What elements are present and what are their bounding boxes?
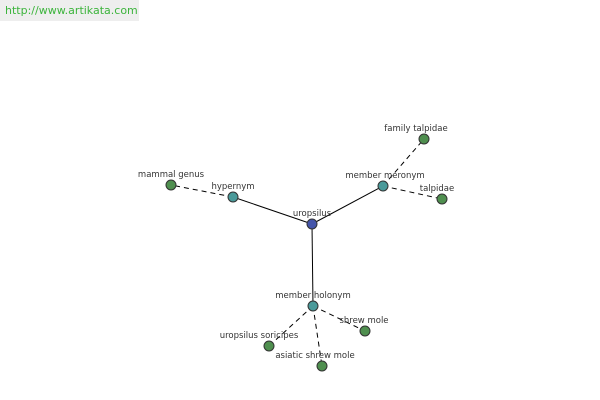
node-label-uropsilus: uropsilus bbox=[293, 209, 332, 219]
edge-uropsilus-to-member-meronym bbox=[311, 185, 384, 225]
edges-layer bbox=[170, 138, 443, 367]
node-dot-talpidae[interactable] bbox=[436, 193, 448, 205]
edge-uropsilus-to-hypernym bbox=[232, 196, 313, 225]
node-label-member-meronym: member meronym bbox=[345, 171, 424, 181]
node-label-mammal-genus: mammal genus bbox=[138, 170, 205, 180]
node-family-talpidae[interactable]: family talpidae bbox=[384, 124, 448, 145]
node-dot-mammal-genus[interactable] bbox=[165, 179, 177, 191]
nodes-layer: uropsilus hypernym member meronym member ho… bbox=[138, 124, 455, 372]
node-label-shrew-mole: shrew mole bbox=[339, 316, 388, 326]
node-uropsilus-soricipes[interactable]: uropsilus soricipes bbox=[220, 331, 299, 352]
node-talpidae[interactable]: talpidae bbox=[420, 184, 455, 205]
node-label-asiatic-shrew-mole: asiatic shrew mole bbox=[275, 351, 354, 361]
node-shrew-mole[interactable]: shrew mole bbox=[339, 316, 389, 337]
node-label-talpidae: talpidae bbox=[420, 184, 455, 194]
edge-member-meronym-to-family-talpidae bbox=[382, 138, 425, 187]
watermark-link[interactable]: http://www.artikata.com bbox=[0, 0, 139, 21]
node-label-member-holonym: member holonym bbox=[275, 291, 350, 301]
node-label-uropsilus-soricipes: uropsilus soricipes bbox=[220, 331, 299, 341]
node-asiatic-shrew-mole[interactable]: asiatic shrew mole bbox=[275, 351, 355, 372]
node-member-meronym[interactable]: member meronym bbox=[345, 171, 425, 192]
node-dot-member-meronym[interactable] bbox=[377, 180, 389, 192]
node-dot-hypernym[interactable] bbox=[227, 191, 239, 203]
node-dot-uropsilus-soricipes[interactable] bbox=[263, 340, 275, 352]
edge-member-holonym-to-uropsilus-soricipes bbox=[268, 305, 314, 347]
node-label-hypernym: hypernym bbox=[211, 182, 254, 192]
node-dot-member-holonym[interactable] bbox=[307, 300, 319, 312]
node-hypernym[interactable]: hypernym bbox=[211, 182, 255, 203]
node-mammal-genus[interactable]: mammal genus bbox=[138, 170, 205, 191]
edge-member-holonym-to-shrew-mole bbox=[312, 305, 366, 332]
node-member-holonym[interactable]: member holonym bbox=[275, 291, 351, 312]
edge-member-meronym-to-talpidae bbox=[382, 185, 443, 200]
watermark-text: http://www.artikata.com bbox=[5, 4, 138, 17]
node-dot-family-talpidae[interactable] bbox=[418, 133, 430, 145]
node-dot-asiatic-shrew-mole[interactable] bbox=[316, 360, 328, 372]
node-dot-uropsilus[interactable] bbox=[306, 218, 318, 230]
edge-uropsilus-to-member-holonym bbox=[311, 223, 314, 307]
node-label-family-talpidae: family talpidae bbox=[384, 124, 447, 134]
edge-member-holonym-to-asiatic-shrew-mole bbox=[312, 305, 323, 367]
edge-hypernym-to-mammal-genus bbox=[170, 184, 234, 198]
node-dot-shrew-mole[interactable] bbox=[359, 325, 371, 337]
node-uropsilus[interactable]: uropsilus bbox=[293, 209, 332, 230]
